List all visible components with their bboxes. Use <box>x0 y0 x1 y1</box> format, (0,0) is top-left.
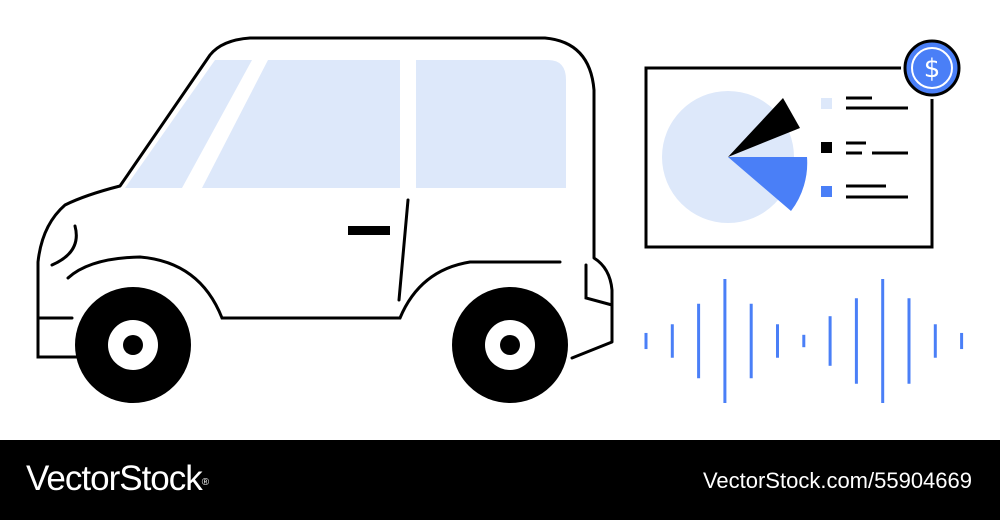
brand-name: VectorStock <box>26 459 203 498</box>
legend-row-light <box>821 96 908 110</box>
brand-registered-mark: ® <box>201 477 209 488</box>
legend-row-blue <box>821 184 908 199</box>
illustration: $ <box>36 36 964 403</box>
car-bottom-left-line <box>36 318 82 359</box>
car-door-handle <box>348 226 390 235</box>
dollar-icon: $ <box>924 54 941 84</box>
sound-wave <box>644 279 964 403</box>
pie-slice-blue <box>728 157 808 211</box>
car-body-outline <box>36 36 614 360</box>
image-id: VectorStock.com/55904669 <box>702 468 972 493</box>
car-rear-window <box>416 60 566 188</box>
car-door-line <box>397 198 410 302</box>
car-rear-bumper <box>584 263 614 307</box>
car-front-wheel-arch <box>66 255 562 320</box>
car-illustration <box>36 36 614 403</box>
pie-slice-black <box>728 98 800 157</box>
dollar-badge: $ <box>901 37 963 99</box>
legend-row-black <box>821 141 908 155</box>
chart-panel <box>644 66 934 249</box>
car-rear-wheel <box>452 287 568 403</box>
brand-logo: VectorStock® <box>26 459 209 499</box>
footer-bar: VectorStock® VectorStock.com/55904669 <box>0 440 1000 520</box>
car-middle-window <box>202 60 400 188</box>
car-front-window <box>125 60 252 188</box>
car-headlight-curve <box>50 224 78 267</box>
car-front-wheel <box>75 287 191 403</box>
